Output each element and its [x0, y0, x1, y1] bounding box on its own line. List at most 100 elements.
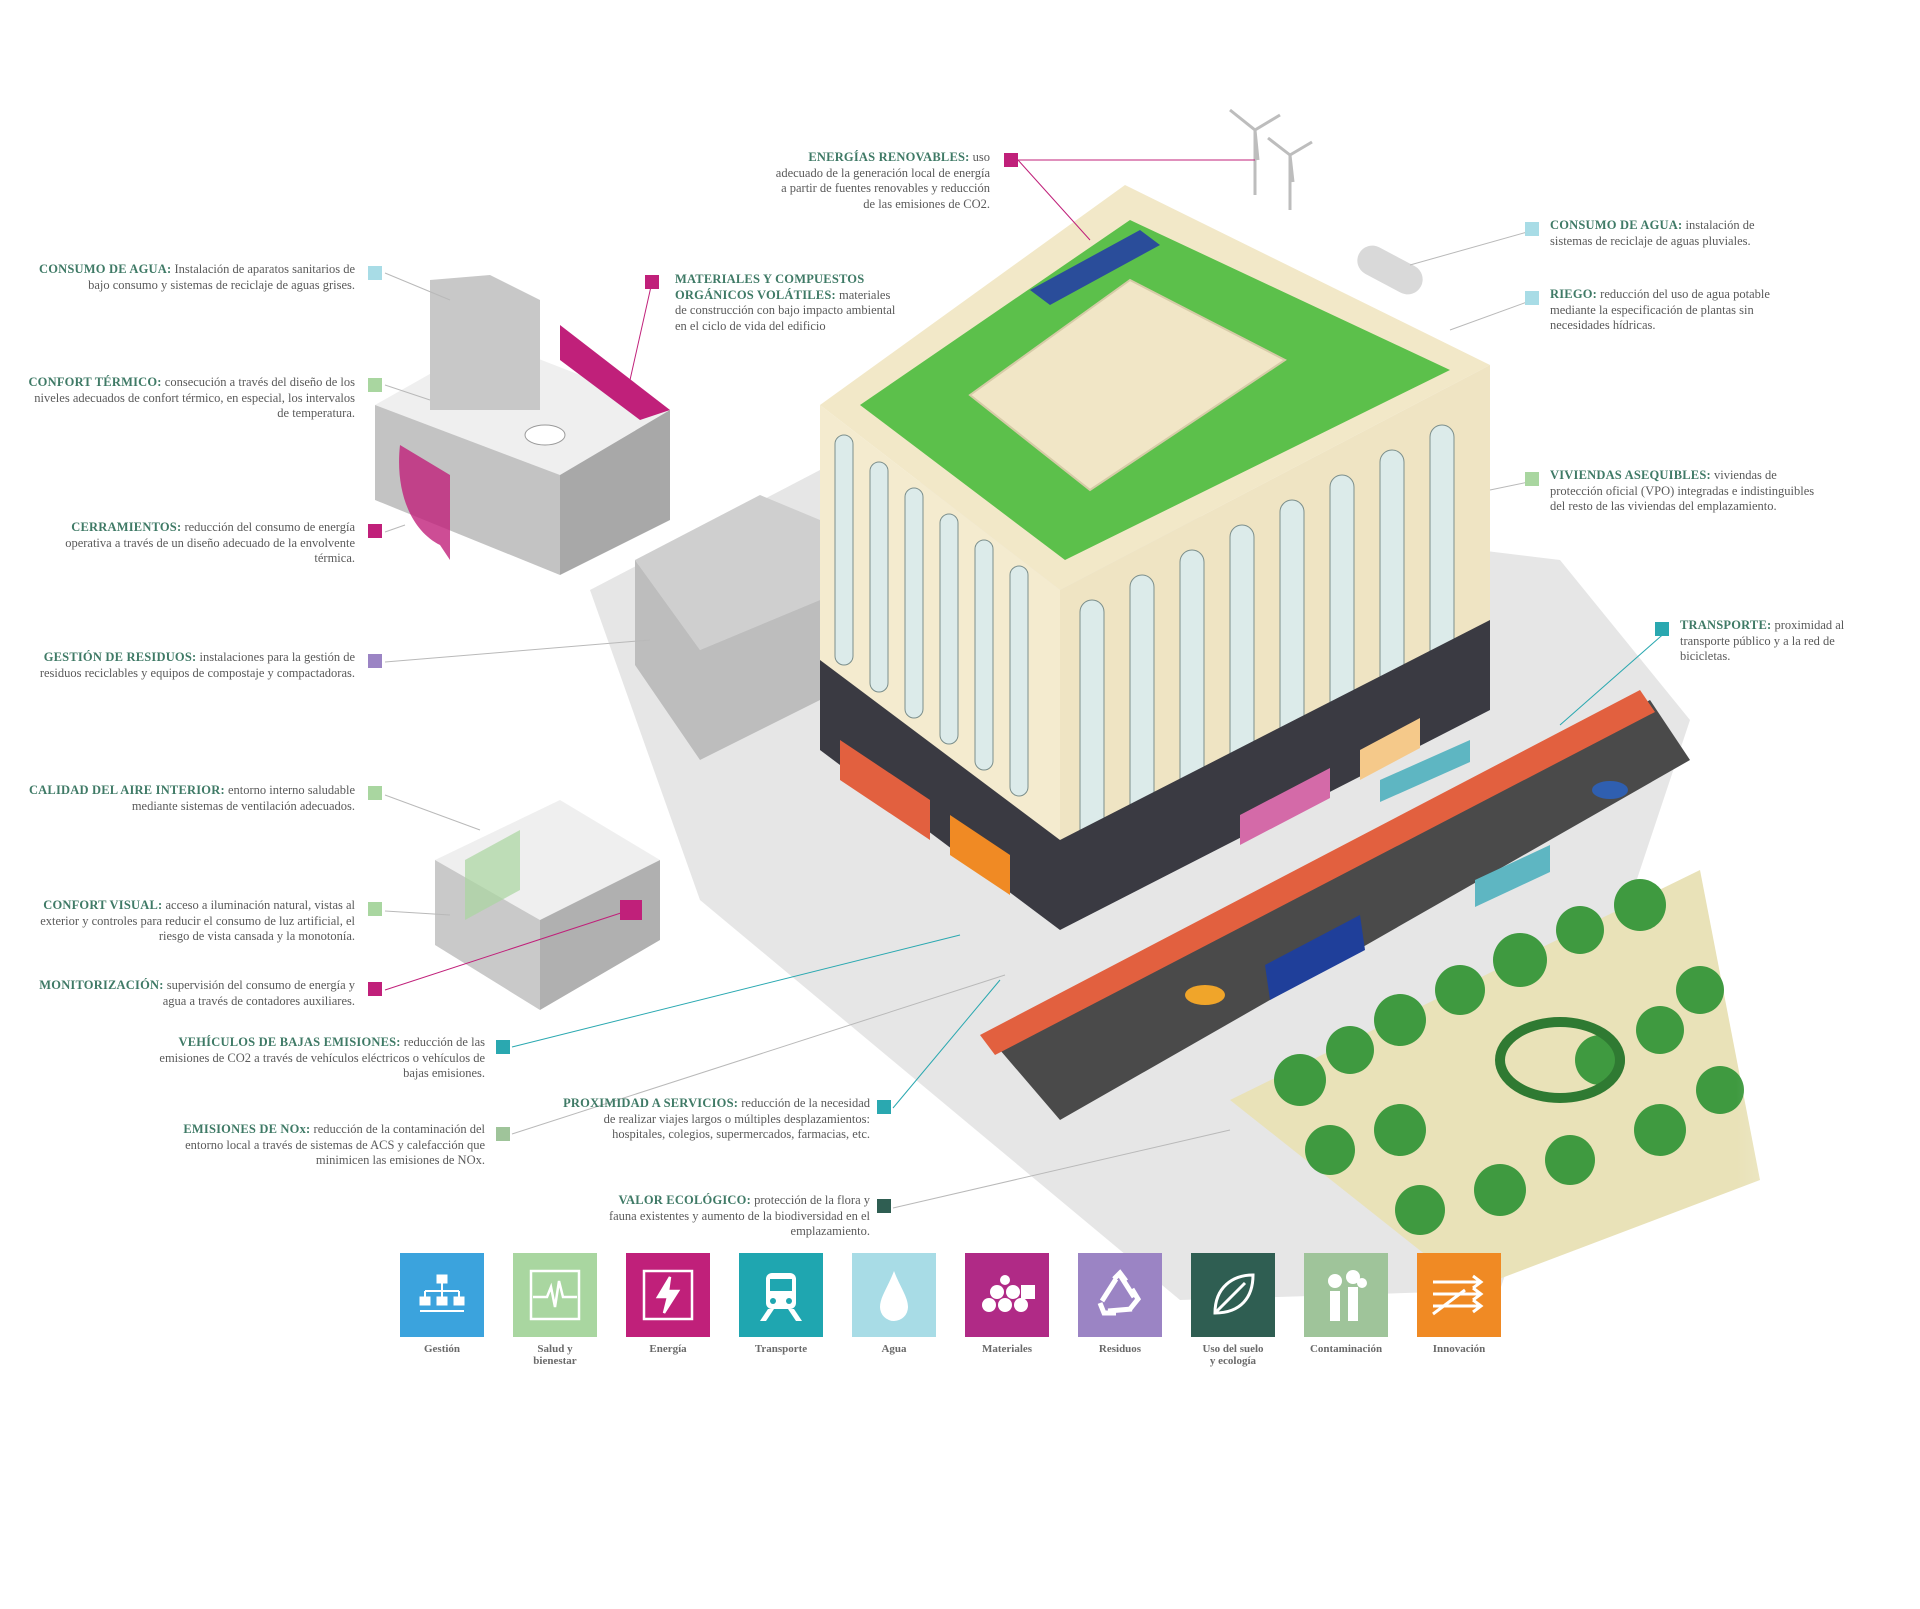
building-base-right	[1060, 620, 1490, 930]
category-legend: Gestión Salud y bienestar Energía	[400, 1253, 1520, 1373]
annotation-text: materiales de construcción con bajo impa…	[675, 287, 896, 333]
legend-box	[965, 1253, 1049, 1337]
annotation-title: GESTIÓN DE RESIDUOS:	[43, 650, 197, 664]
annotation-text: acceso a iluminación natural, vistas al …	[40, 898, 355, 943]
legend-box	[1191, 1253, 1275, 1337]
annotation-energias-renovables: ENERGÍAS RENOVABLES: uso adecuado de la …	[770, 150, 990, 212]
marker-transporte	[496, 1040, 510, 1054]
marker-materiales	[645, 275, 659, 289]
marker-residuos	[368, 654, 382, 668]
annotation-text: consecución a través del diseño de los n…	[34, 375, 355, 420]
marker-suelo	[877, 1199, 891, 1213]
marker-transporte	[877, 1100, 891, 1114]
leaf-icon	[1213, 1273, 1255, 1315]
legend-box	[400, 1253, 484, 1337]
marker-salud	[368, 378, 382, 392]
marker-transporte	[1655, 622, 1669, 636]
legend-label: Contaminación	[1309, 1343, 1383, 1355]
legend-label: Agua	[881, 1343, 907, 1355]
lightning-icon	[642, 1269, 694, 1321]
annotation-title: MONITORIZACIÓN:	[39, 978, 164, 992]
legend-box	[1417, 1253, 1501, 1337]
legend-agua: Agua	[852, 1253, 936, 1355]
annotation-proximidad: PROXIMIDAD A SERVICIOS: reducción de la …	[560, 1096, 870, 1143]
side-building-front	[635, 560, 820, 760]
legend-box	[852, 1253, 936, 1337]
annotation-materiales: MATERIALES Y COMPUESTOS ORGÁNICOS VOLÁTI…	[675, 272, 905, 334]
annotation-title: CONFORT TÉRMICO:	[28, 375, 162, 389]
bus-stop-1	[1380, 740, 1470, 802]
legend-box	[513, 1253, 597, 1337]
annotation-title: VALOR ECOLÓGICO:	[618, 1193, 751, 1207]
annotation-text: protección de la flora y fauna existente…	[608, 1193, 870, 1238]
legend-box	[626, 1253, 710, 1337]
annotation-text: reducción de la contaminación del entorn…	[185, 1122, 485, 1167]
marker-contaminacion	[496, 1127, 510, 1141]
annotation-title: CERRAMIENTOS:	[71, 520, 182, 534]
legend-transporte: Transporte	[739, 1253, 823, 1355]
legend-box	[739, 1253, 823, 1337]
marker-salud	[368, 786, 382, 800]
recycle-icon	[1097, 1269, 1142, 1316]
annotation-text: instalación de sistemas de reciclaje de …	[1550, 218, 1755, 248]
legend-residuos: Residuos	[1078, 1253, 1162, 1355]
marker-salud	[368, 902, 382, 916]
annotation-title: CALIDAD DEL AIRE INTERIOR:	[28, 783, 225, 797]
annotation-viviendas: VIVIENDAS ASEQUIBLES: viviendas de prote…	[1550, 468, 1825, 515]
courtyard	[968, 278, 1287, 492]
annotation-title: EMISIONES DE NOx:	[183, 1122, 311, 1136]
annotation-vehiculos: VEHÍCULOS DE BAJAS EMISIONES: reducción …	[150, 1035, 485, 1082]
annotation-title: TRANSPORTE:	[1680, 618, 1772, 632]
car	[1185, 985, 1225, 1005]
annotation-confort-visual: CONFORT VISUAL: acceso a iluminación nat…	[10, 898, 355, 945]
annotation-cerramientos: CERRAMIENTOS: reducción del consumo de e…	[25, 520, 355, 567]
hierarchy-icon	[419, 1274, 465, 1312]
annotation-text: reducción de las emisiones de CO2 a trav…	[159, 1035, 485, 1080]
annotation-text: entorno interno saludable mediante siste…	[131, 783, 355, 813]
annotation-calidad-aire: CALIDAD DEL AIRE INTERIOR: entorno inter…	[10, 783, 355, 814]
marker-agua	[368, 266, 382, 280]
arrows-icon	[1432, 1274, 1484, 1316]
legend-suelo: Uso del suelo y ecología	[1191, 1253, 1275, 1367]
annotation-text: viviendas de protección oficial (VPO) in…	[1550, 468, 1815, 513]
shop-front-1	[840, 740, 930, 840]
side-building-top	[635, 495, 820, 650]
annotation-emisiones-nox: EMISIONES DE NOx: reducción de la contam…	[150, 1122, 485, 1169]
annotation-text: reducción de la necesidad de realizar vi…	[603, 1096, 870, 1141]
interior-room-2	[435, 800, 660, 1010]
legend-label: Salud y bienestar	[533, 1343, 577, 1367]
annotation-title: PROXIMIDAD A SERVICIOS:	[563, 1096, 739, 1110]
legend-label: Materiales	[981, 1343, 1033, 1355]
legend-label: Innovación	[1432, 1343, 1486, 1355]
annotation-monitorizacion: MONITORIZACIÓN: supervisión del consumo …	[25, 978, 355, 1009]
annotation-text: Instalación de aparatos sanitarios de ba…	[88, 262, 355, 292]
legend-energia: Energía	[626, 1253, 710, 1355]
marker-salud	[1525, 472, 1539, 486]
legend-box	[1078, 1253, 1162, 1337]
wind-turbines	[1229, 108, 1313, 210]
legend-label: Transporte	[754, 1343, 808, 1355]
annotation-text: reducción del consumo de energía operati…	[65, 520, 355, 565]
car-2	[1592, 781, 1628, 799]
water-tank	[1357, 245, 1423, 295]
chimney-icon	[1328, 1270, 1367, 1321]
legend-box	[1304, 1253, 1388, 1337]
heartbeat-icon	[529, 1269, 581, 1321]
annotation-gestion-residuos: GESTIÓN DE RESIDUOS: instalaciones para …	[25, 650, 355, 681]
train-icon	[760, 1273, 802, 1321]
annotation-title: CONFORT VISUAL:	[43, 898, 163, 912]
legend-label: Energía	[649, 1343, 687, 1355]
legend-label: Uso del suelo y ecología	[1202, 1343, 1264, 1367]
annotation-riego: RIEGO: reducción del uso de agua potable…	[1550, 287, 1780, 334]
annotation-text: instalaciones para la gestión de residuo…	[39, 650, 355, 680]
bus-stop-2	[1475, 845, 1550, 907]
annotation-text: reducción del uso de agua potable median…	[1550, 287, 1770, 332]
annotation-text: supervisión del consumo de energía y agu…	[162, 978, 355, 1008]
annotation-text: proximidad al transporte público y a la …	[1680, 618, 1845, 663]
legend-label: Gestión	[423, 1343, 461, 1355]
annotation-title: ENERGÍAS RENOVABLES:	[808, 150, 970, 164]
marker-energia	[368, 982, 382, 996]
marker-energia	[368, 524, 382, 538]
